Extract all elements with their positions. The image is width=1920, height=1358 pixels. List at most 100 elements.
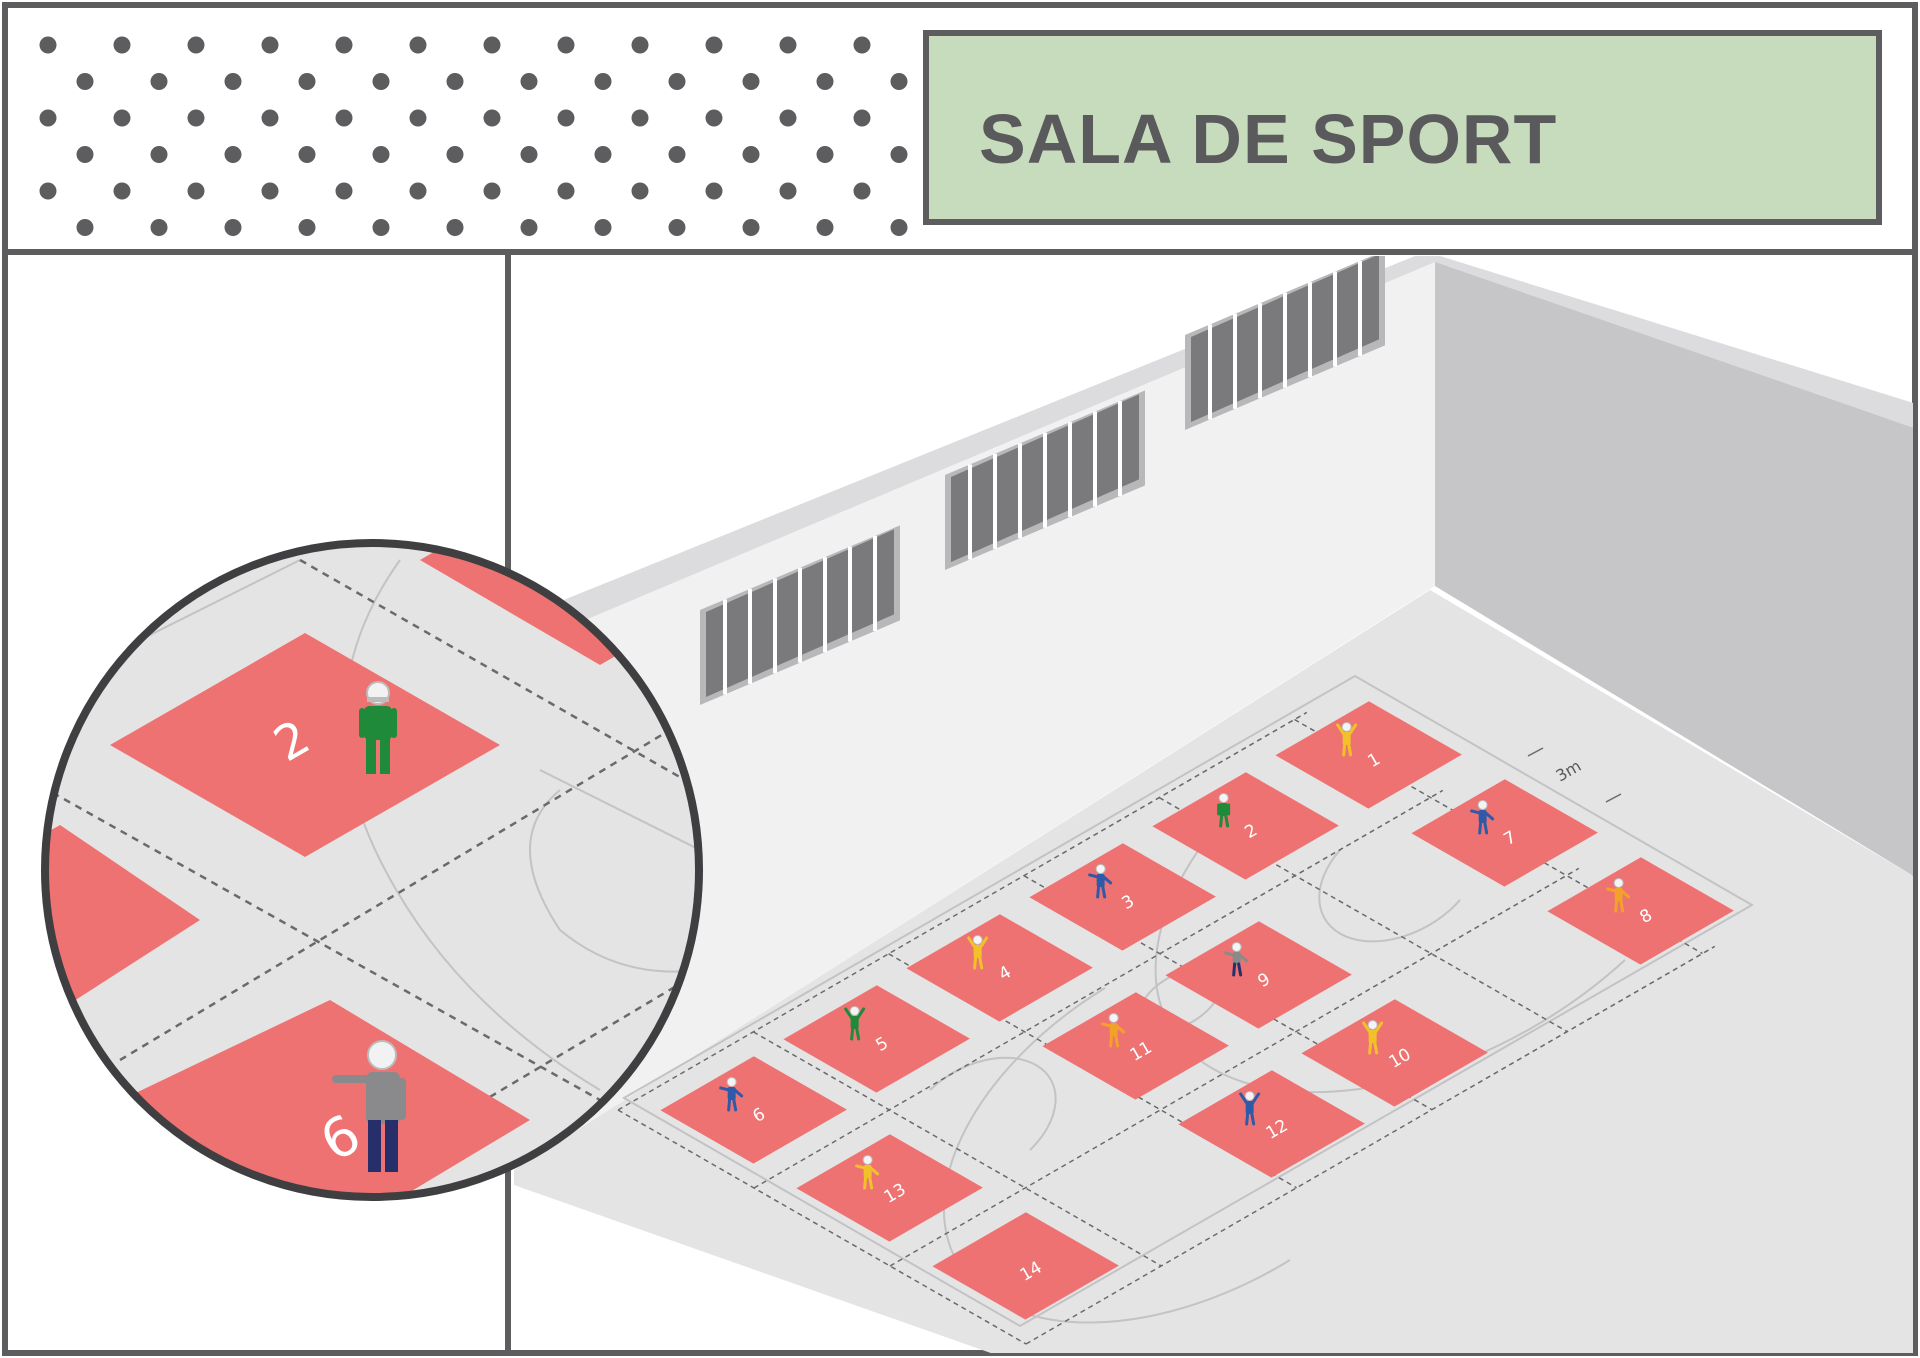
station-3: 3	[1029, 843, 1216, 951]
station-mat	[783, 985, 970, 1093]
dot	[76, 219, 94, 236]
dot	[594, 219, 612, 236]
window-mullion	[748, 588, 752, 684]
dot	[557, 182, 575, 200]
grid-line	[1158, 796, 1568, 1033]
dot	[372, 73, 390, 90]
dot	[631, 109, 649, 127]
dot	[631, 182, 649, 200]
dot	[224, 146, 242, 163]
dot	[483, 36, 501, 54]
window-mullion	[968, 464, 972, 560]
dot	[853, 109, 871, 127]
dot	[76, 146, 94, 163]
dot	[853, 36, 871, 54]
dot	[668, 219, 686, 236]
dot	[187, 109, 205, 127]
person-figure	[1224, 941, 1249, 977]
grid-line	[889, 867, 1580, 1267]
dot	[39, 182, 57, 200]
dot	[39, 109, 57, 127]
dot	[779, 36, 797, 54]
key-arc-right	[1318, 849, 1461, 943]
dot	[446, 219, 464, 236]
dot	[113, 36, 131, 54]
windows	[700, 256, 1385, 705]
window-mullion	[1118, 400, 1122, 496]
station-10: 10	[1301, 999, 1488, 1107]
window-mullion	[873, 535, 877, 631]
station-7: 7	[1411, 779, 1598, 887]
zoom-station-left	[45, 825, 200, 1010]
dot	[483, 109, 501, 127]
person-figure	[1088, 863, 1113, 899]
dot	[816, 73, 834, 90]
grid-line	[1025, 945, 1716, 1345]
window-mullion	[1208, 324, 1212, 420]
window-mullion	[1333, 271, 1337, 367]
dot	[557, 36, 575, 54]
dot	[742, 73, 760, 90]
page-title: SALA DE SPORT	[979, 100, 1558, 178]
dot	[594, 73, 612, 90]
dot	[890, 73, 908, 90]
station-mat	[1152, 772, 1339, 880]
dot	[39, 36, 57, 54]
dot	[520, 219, 538, 236]
window-mullion	[773, 578, 777, 674]
station-2: 2	[1152, 772, 1339, 880]
dot	[705, 109, 723, 127]
grid-line	[617, 1109, 1027, 1345]
dot	[890, 219, 908, 236]
dot	[557, 109, 575, 127]
dot	[446, 73, 464, 90]
title-banner: SALA DE SPORT	[923, 30, 1882, 225]
window-mullion	[723, 599, 727, 695]
person-figure	[1606, 877, 1631, 913]
dot	[224, 73, 242, 90]
person-figure	[1470, 799, 1495, 835]
window-mullion	[1308, 282, 1312, 378]
dot	[520, 73, 538, 90]
window-mullion	[1233, 313, 1237, 409]
grid-line	[753, 789, 1444, 1189]
station-5: 5	[783, 985, 970, 1093]
dot	[816, 146, 834, 163]
window-mullion	[1018, 443, 1022, 539]
dot	[409, 182, 427, 200]
dot	[705, 36, 723, 54]
dot	[261, 182, 279, 200]
dot	[335, 109, 353, 127]
window-mullion	[1283, 292, 1287, 388]
dot	[372, 146, 390, 163]
dot	[594, 146, 612, 163]
station-mat	[1547, 857, 1734, 965]
dot	[150, 73, 168, 90]
dot	[261, 36, 279, 54]
station-mat	[1411, 779, 1598, 887]
station-14: 14	[932, 1212, 1119, 1320]
station-12: 12	[1178, 1070, 1365, 1178]
person-figure	[967, 934, 989, 970]
dot	[668, 73, 686, 90]
court-outline	[621, 674, 1755, 1328]
station-mat	[932, 1212, 1119, 1320]
station-mat	[660, 1056, 847, 1164]
station-9: 9	[1165, 921, 1352, 1029]
dot	[298, 146, 316, 163]
dot	[890, 146, 908, 163]
person-figure	[1217, 792, 1231, 828]
station-mat	[1275, 701, 1462, 809]
dot	[668, 146, 686, 163]
window-mullion	[1043, 432, 1047, 528]
dimension-marker	[1527, 747, 1622, 803]
dot	[261, 109, 279, 127]
dot-pattern	[39, 36, 908, 236]
dot	[298, 219, 316, 236]
dot	[816, 219, 834, 236]
dot	[409, 109, 427, 127]
person-figure	[855, 1154, 880, 1190]
dot	[705, 182, 723, 200]
